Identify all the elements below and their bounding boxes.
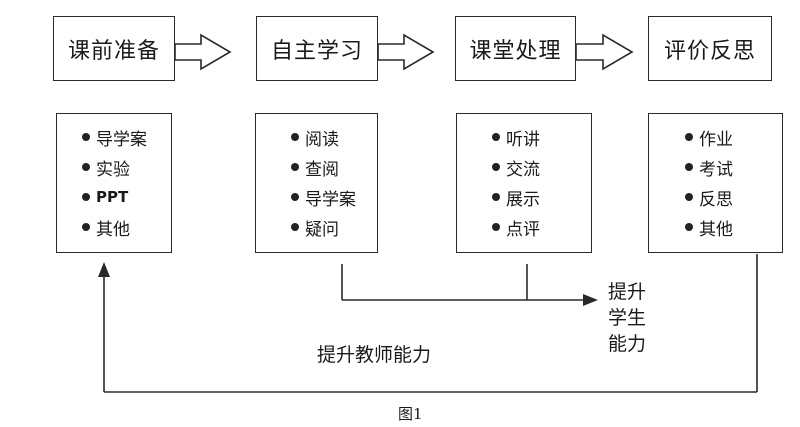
teacher-ability-label: 提升教师能力 (317, 344, 432, 366)
stage-title-evaluation: 评价反思 (663, 38, 756, 64)
list-item: 查阅 (291, 152, 377, 182)
stage-box-self-study: 自主学习 (256, 16, 378, 81)
teacher-arrowhead (98, 262, 110, 277)
bullet-icon (82, 193, 90, 201)
bullet-icon (82, 223, 90, 231)
detail-box-prep: 导学案 实验 PPT 其他 (56, 113, 172, 253)
bullet-icon (291, 133, 299, 141)
detail-list-self-study: 阅读 查阅 导学案 疑问 (256, 122, 377, 242)
block-arrow-2 (377, 33, 435, 71)
bullet-icon (82, 133, 90, 141)
list-item: 导学案 (291, 182, 377, 212)
list-item: PPT (82, 182, 171, 212)
bullet-icon (685, 223, 693, 231)
detail-box-classroom: 听讲 交流 展示 点评 (456, 113, 592, 253)
bullet-icon (685, 163, 693, 171)
list-item: 实验 (82, 152, 171, 182)
student-ability-line-2: 学生 (608, 307, 647, 329)
student-ability-label: 提升 学生 能力 (608, 279, 652, 357)
detail-list-prep: 导学案 实验 PPT 其他 (57, 122, 171, 242)
detail-list-classroom: 听讲 交流 展示 点评 (457, 122, 591, 242)
block-arrow-3 (575, 33, 634, 71)
list-item: 展示 (492, 182, 591, 212)
list-item: 作业 (685, 122, 782, 152)
figure-caption: 图1 (398, 405, 423, 423)
detail-box-evaluation: 作业 考试 反思 其他 (648, 113, 783, 253)
stage-title-self-study: 自主学习 (270, 38, 363, 64)
list-item: 反思 (685, 182, 782, 212)
bullet-icon (492, 163, 500, 171)
detail-list-evaluation: 作业 考试 反思 其他 (649, 122, 782, 242)
list-item: 导学案 (82, 122, 171, 152)
list-item: 其他 (82, 212, 171, 242)
block-arrow-1 (174, 33, 232, 71)
bullet-icon (291, 193, 299, 201)
stage-title-classroom: 课堂处理 (469, 38, 562, 64)
student-ability-line-3: 能力 (608, 333, 647, 355)
list-item: 听讲 (492, 122, 591, 152)
list-item: 点评 (492, 212, 591, 242)
student-ability-line-1: 提升 (608, 281, 647, 303)
bullet-icon (291, 163, 299, 171)
bullet-icon (492, 223, 500, 231)
stage-box-prep: 课前准备 (53, 16, 175, 81)
list-item: 其他 (685, 212, 782, 242)
stage-box-evaluation: 评价反思 (648, 16, 772, 81)
student-arrowhead (583, 294, 598, 306)
stage-box-classroom: 课堂处理 (455, 16, 576, 81)
list-item: 交流 (492, 152, 591, 182)
list-item: 阅读 (291, 122, 377, 152)
list-item: 考试 (685, 152, 782, 182)
bullet-icon (685, 193, 693, 201)
bullet-icon (492, 133, 500, 141)
bullet-icon (685, 133, 693, 141)
list-item: 疑问 (291, 212, 377, 242)
bullet-icon (291, 223, 299, 231)
stage-title-prep: 课前准备 (67, 38, 160, 64)
bullet-icon (82, 163, 90, 171)
bullet-icon (492, 193, 500, 201)
detail-box-self-study: 阅读 查阅 导学案 疑问 (255, 113, 378, 253)
